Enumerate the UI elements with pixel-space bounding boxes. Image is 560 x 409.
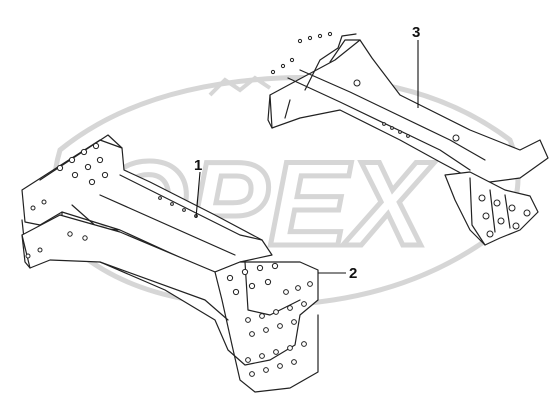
callout-2: 2 (318, 265, 357, 282)
callout-3-label: 3 (412, 24, 420, 41)
callout-1: 1 (194, 157, 202, 219)
callout-1-label: 1 (194, 157, 202, 174)
part-3-frame-rail (267, 31, 549, 246)
part-2-crossmember-lower (21, 214, 319, 393)
callout-3: 3 (412, 24, 420, 108)
callout-2-label: 2 (349, 265, 357, 282)
